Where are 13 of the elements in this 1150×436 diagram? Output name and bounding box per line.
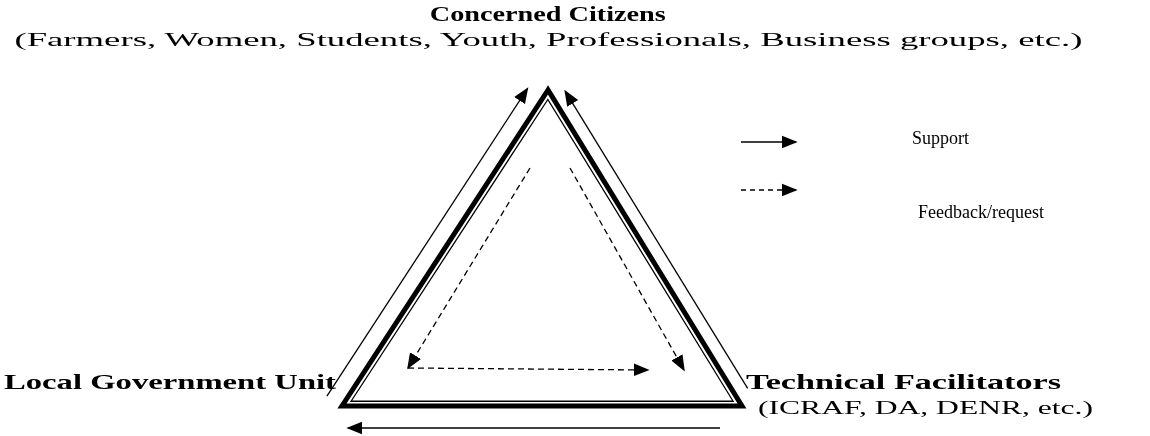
arrow (569, 167, 685, 372)
arrow (564, 89, 749, 390)
legend-label: Feedback/request (918, 202, 1044, 223)
arrow (346, 421, 721, 435)
node-title: Concerned Citizens (430, 2, 666, 27)
legend-label: Support (912, 128, 969, 149)
node-title: Technical Facilitators (746, 370, 1061, 395)
node-title: Local Government Unit (4, 370, 336, 395)
node-subtitle: (ICRAF, DA, DENR, etc.) (758, 397, 1093, 419)
node-subtitle: (Farmers, Women, Students, Youth, Professionals, Business groups, etc.) (14, 29, 1082, 51)
arrow (407, 363, 650, 377)
arrow (407, 167, 531, 370)
arrow (326, 87, 529, 397)
